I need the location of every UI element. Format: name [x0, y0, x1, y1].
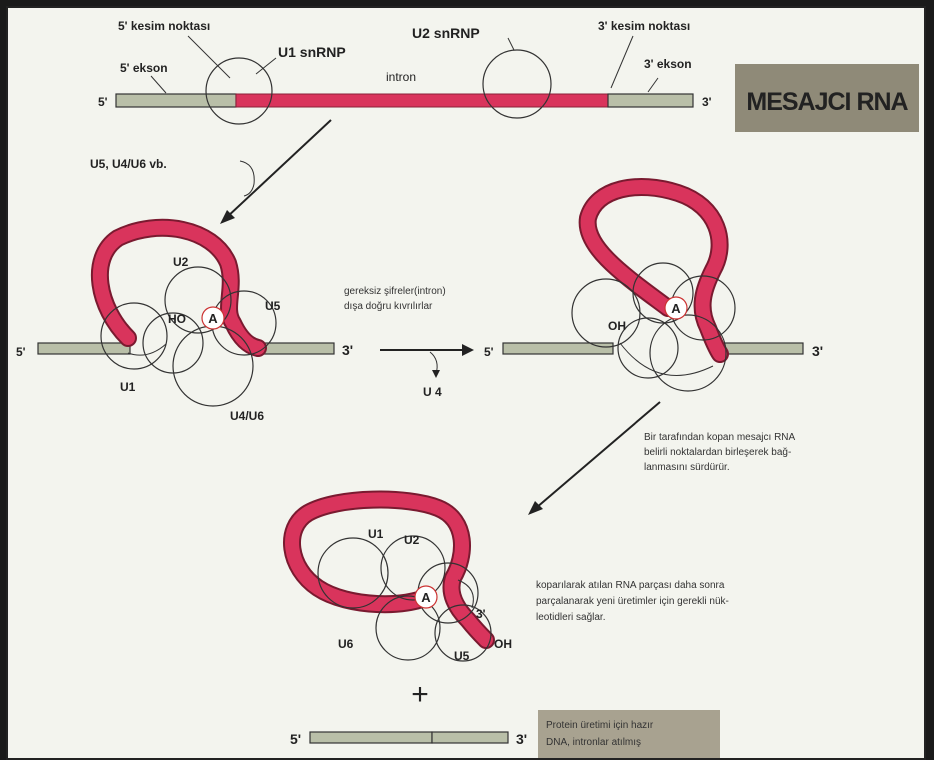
pre-mrna-strand	[116, 50, 693, 124]
note2-line2: belirli noktalardan birleşerek bağ-	[644, 447, 791, 458]
mid-left-exon5	[38, 343, 130, 354]
intron-segment	[236, 94, 608, 107]
note1-line2: dışa doğru kıvrılırlar	[344, 301, 433, 312]
plus-sign: +	[411, 678, 429, 711]
note3-line2: parçalanarak yeni üretimler için gerekli…	[536, 596, 729, 607]
note2-line1: Bir tarafından kopan mesajcı RNA	[644, 432, 796, 443]
label-u4u6: U4/U6	[230, 409, 264, 423]
label-oh-mid: OH	[608, 319, 626, 333]
label-final-5end: 5'	[290, 731, 301, 747]
lariat-formation: A	[503, 187, 803, 391]
mid-right-exon5	[503, 343, 613, 354]
final-box-line1: Protein üretimi için hazır	[546, 720, 654, 731]
diagram-frame: 5' kesim noktası U1 snRNP U2 snRNP 3' ke…	[6, 6, 926, 760]
label-u1-bottom: U1	[368, 527, 384, 541]
note3-line1: koparılarak atılan RNA parçası daha sonr…	[536, 580, 725, 591]
label-step1: U5, U4/U6 vb.	[90, 157, 167, 171]
final-note-box	[538, 710, 720, 758]
label-u1-mid: U1	[120, 380, 136, 394]
label-u6-bottom: U6	[338, 637, 354, 651]
label-mid-3end: 3'	[342, 342, 353, 358]
note3-line3: leotidleri sağlar.	[536, 612, 605, 623]
label-3-splice-site: 3' kesim noktası	[598, 19, 690, 33]
label-final-3end: 3'	[516, 731, 527, 747]
label-u2-bottom: U2	[404, 533, 420, 547]
arrow-step1	[226, 120, 331, 218]
note2-line3: lanmasını sürdürür.	[644, 462, 730, 473]
title-text: MESAJCI RNA	[746, 88, 908, 116]
label-u2-snrnp: U2 snRNP	[412, 25, 480, 41]
label-u5-bottom: U5	[454, 649, 470, 663]
u2-snrnp-circle	[483, 50, 551, 118]
label-mid-5end: 5'	[16, 345, 26, 359]
svg-text:A: A	[421, 590, 431, 605]
label-top-3end: 3'	[702, 95, 712, 109]
exon-5prime	[116, 94, 236, 107]
label-ho: HO	[168, 312, 186, 326]
label-mid-right-3end: 3'	[812, 343, 823, 359]
label-u2-mid: U2	[173, 255, 189, 269]
label-oh-bottom: OH	[494, 637, 512, 651]
label-intron: intron	[386, 70, 416, 84]
label-u1-snrnp: U1 snRNP	[278, 44, 346, 60]
svg-text:A: A	[671, 301, 681, 316]
label-3-bottom: 3'	[476, 607, 486, 621]
exon-3prime	[608, 94, 693, 107]
label-5-splice-site: 5' kesim noktası	[118, 19, 210, 33]
u1-snrnp-circle	[206, 58, 272, 124]
label-u4: U 4	[423, 385, 442, 399]
excised-lariat: A	[292, 500, 491, 661]
label-top-5end: 5'	[98, 95, 108, 109]
splicing-diagram: 5' kesim noktası U1 snRNP U2 snRNP 3' ke…	[8, 8, 924, 758]
label-mid-right-5end: 5'	[484, 345, 494, 359]
final-exon5	[310, 732, 432, 743]
mature-mrna	[310, 732, 508, 743]
final-box-line2: DNA, intronlar atılmış	[546, 737, 641, 748]
label-3-exon: 3' ekson	[644, 57, 692, 71]
note1-line1: gereksiz şifreler(intron)	[344, 286, 446, 297]
final-exon3	[432, 732, 508, 743]
label-u5-mid: U5	[265, 299, 281, 313]
svg-text:A: A	[208, 311, 218, 326]
arrow-step3	[536, 402, 660, 508]
label-5-exon: 5' ekson	[120, 61, 168, 75]
